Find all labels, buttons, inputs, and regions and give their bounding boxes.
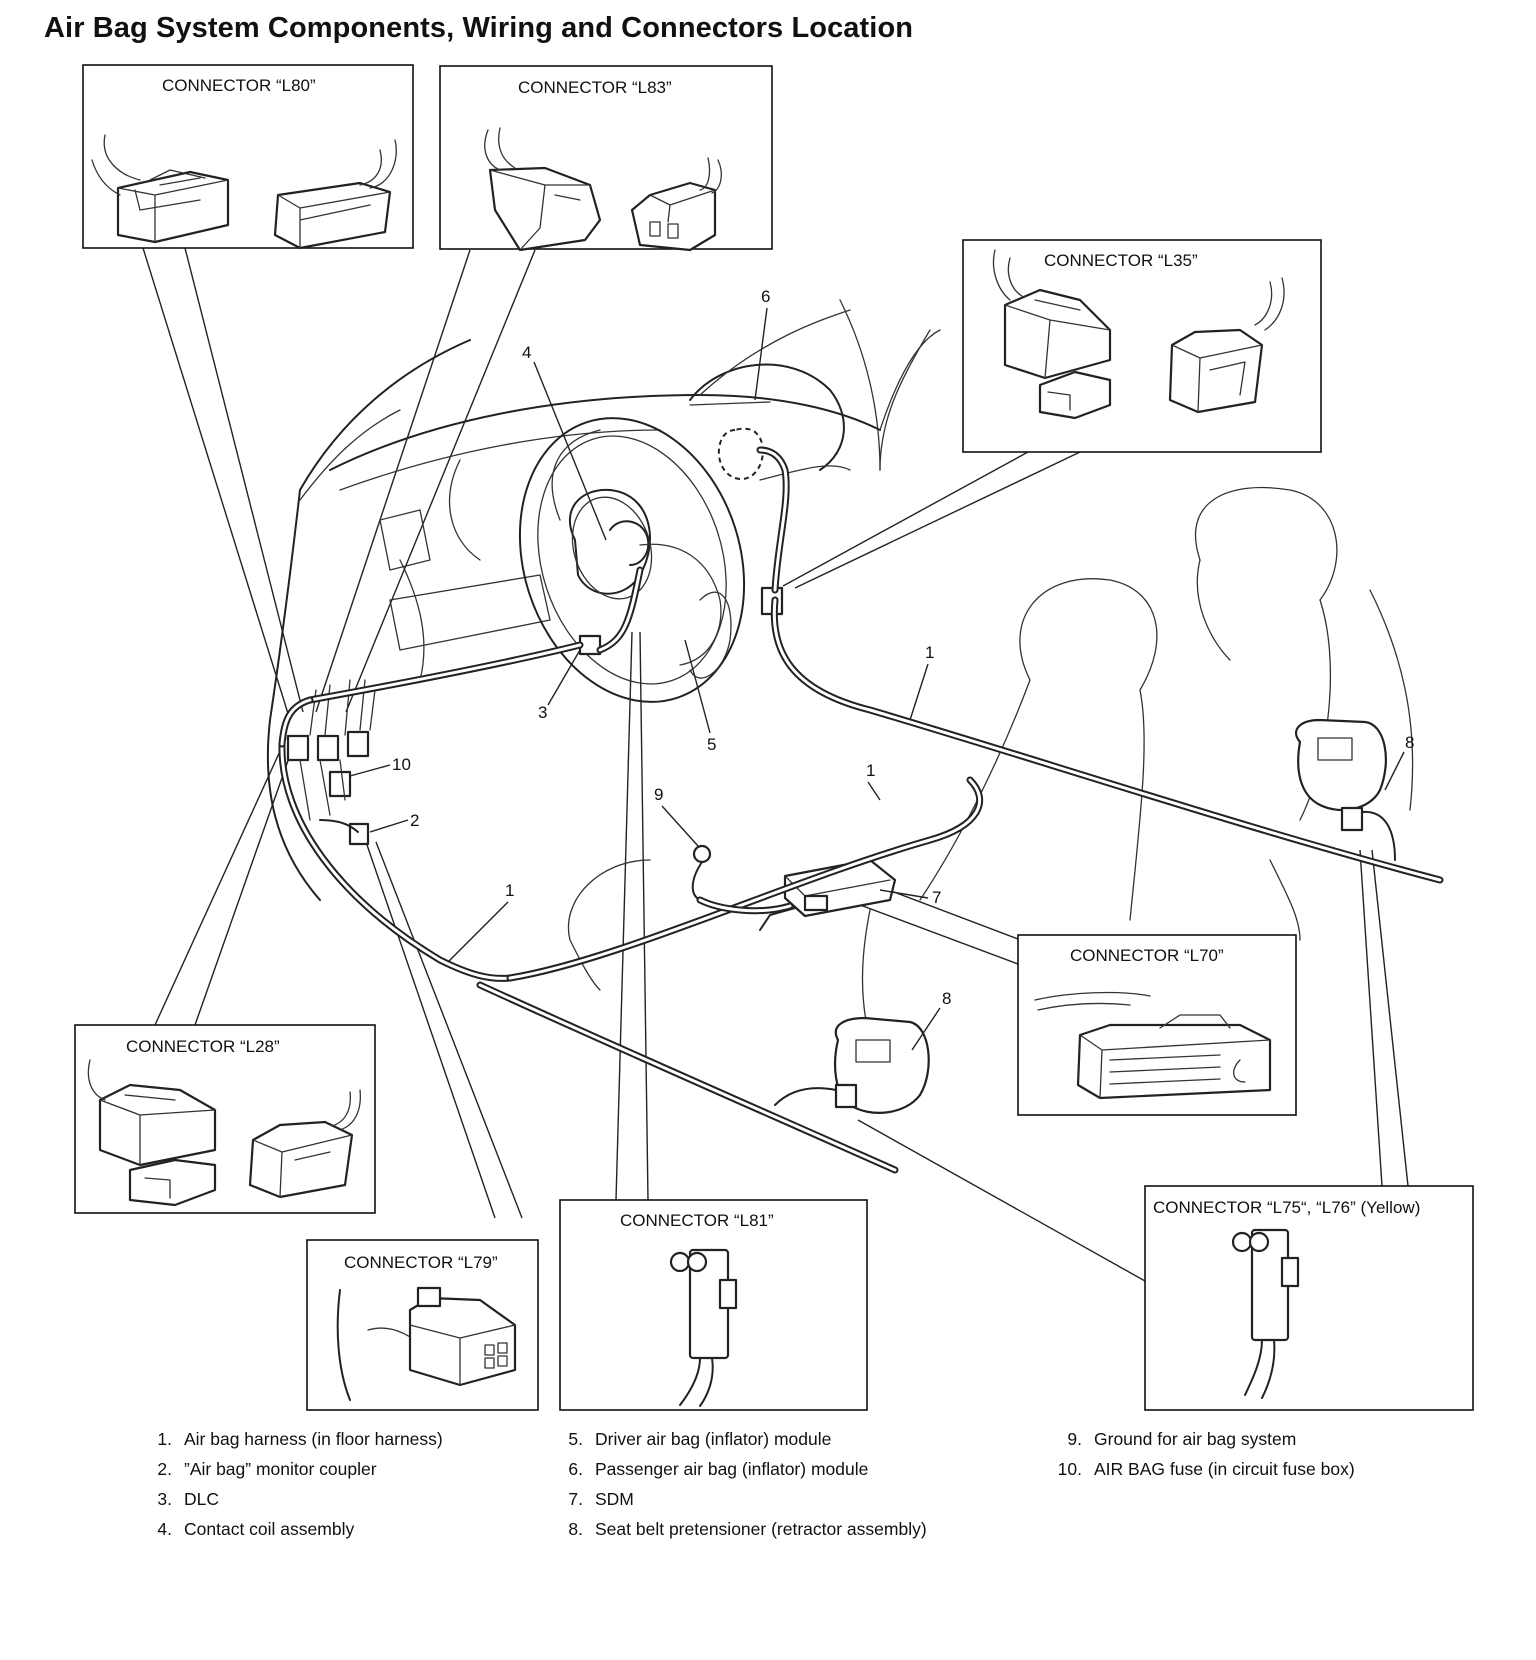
connector-label-l70: CONNECTOR “L70”: [1070, 946, 1224, 965]
legend-column-1: 1.Air bag harness (in floor harness) 2.”…: [140, 1424, 443, 1544]
legend-column-2: 5.Driver air bag (inflator) module 6.Pas…: [551, 1424, 927, 1544]
legend-item: 2.”Air bag” monitor coupler: [157, 1459, 377, 1479]
airbag-diagram: 1 1 1 2 3 4 5 6 7 8 8 9 10 CONNECTOR “L8…: [74, 64, 1474, 1411]
connector-label-l80: CONNECTOR “L80”: [162, 76, 316, 95]
connector-label-l75-l76: CONNECTOR “L75“, “L76” (Yellow): [1153, 1198, 1420, 1217]
connector-label-l81: CONNECTOR “L81”: [620, 1211, 774, 1230]
connector-label-l83: CONNECTOR “L83”: [518, 78, 672, 97]
legend-item: 10.AIR BAG fuse (in circuit fuse box): [1057, 1459, 1355, 1479]
legend-item: 8.Seat belt pretensioner (retractor asse…: [568, 1519, 927, 1539]
callout-passenger-module: 6: [761, 287, 770, 306]
connector-box-l35: CONNECTOR “L35”: [962, 239, 1322, 453]
leader-lines: [142, 247, 1409, 1282]
callout-harness-c: 1: [505, 881, 514, 900]
legend-item: 5.Driver air bag (inflator) module: [568, 1429, 832, 1449]
legend-item: 6.Passenger air bag (inflator) module: [568, 1459, 869, 1479]
callout-harness-b: 1: [866, 761, 875, 780]
legend-column-3: 9.Ground for air bag system 10.AIR BAG f…: [1050, 1424, 1355, 1484]
page-title: Air Bag System Components, Wiring and Co…: [44, 12, 914, 44]
connector-box-l80: CONNECTOR “L80”: [82, 64, 414, 250]
callout-pretensioner-left: 8: [942, 989, 951, 1008]
connector-box-l83: CONNECTOR “L83”: [439, 65, 773, 252]
callout-monitor-coupler: 2: [410, 811, 419, 830]
legend-item: 4.Contact coil assembly: [157, 1519, 355, 1539]
callout-driver-module: 5: [707, 735, 716, 754]
callout-pretensioner-right: 8: [1405, 733, 1414, 752]
callout-ground: 9: [654, 785, 663, 804]
interior-sketch: [266, 299, 1444, 1174]
callout-contact-coil: 4: [522, 343, 531, 362]
callouts: 1 1 1 2 3 4 5 6 7 8 8 9 10: [349, 287, 1414, 1051]
connector-label-l35: CONNECTOR “L35”: [1044, 251, 1198, 270]
connector-box-l81: CONNECTOR “L81”: [559, 1199, 868, 1411]
legend-item: 9.Ground for air bag system: [1067, 1429, 1297, 1449]
callout-fuse: 10: [392, 755, 411, 774]
callout-dlc: 3: [538, 703, 547, 722]
connector-box-l75-l76: CONNECTOR “L75“, “L76” (Yellow): [1144, 1185, 1474, 1411]
connector-box-l79: CONNECTOR “L79”: [306, 1239, 539, 1411]
legend-item: 7.SDM: [568, 1489, 634, 1509]
callout-sdm: 7: [932, 888, 941, 907]
callout-harness-a: 1: [925, 643, 934, 662]
legend: 1.Air bag harness (in floor harness) 2.”…: [0, 1424, 1536, 1544]
connector-label-l79: CONNECTOR “L79”: [344, 1253, 498, 1272]
connector-box-l28: CONNECTOR “L28”: [74, 1024, 376, 1214]
legend-item: 1.Air bag harness (in floor harness): [157, 1429, 443, 1449]
legend-item: 3.DLC: [157, 1489, 220, 1509]
connector-box-l70: CONNECTOR “L70”: [1017, 934, 1297, 1116]
connector-label-l28: CONNECTOR “L28”: [126, 1037, 280, 1056]
